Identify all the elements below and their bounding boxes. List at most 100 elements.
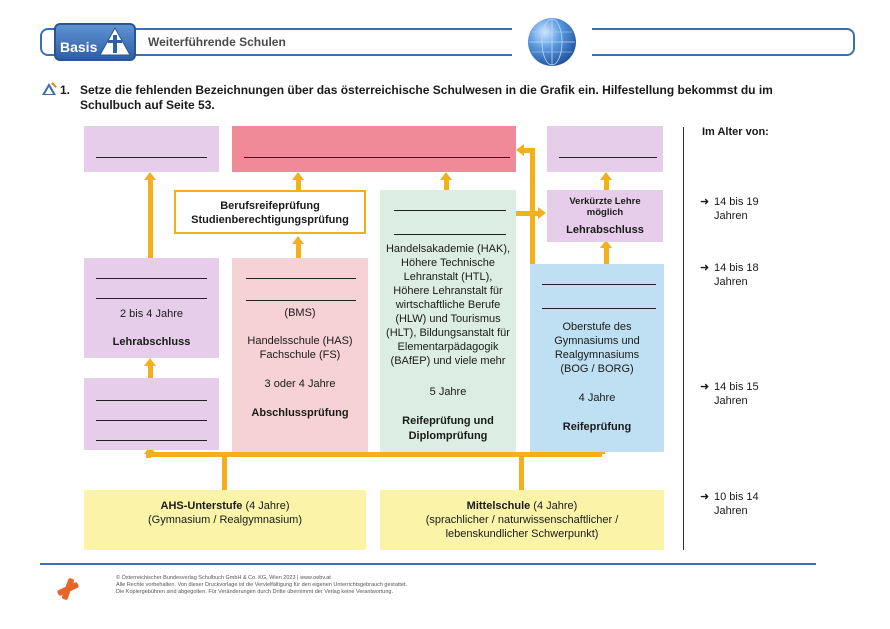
box-mittelschule: Mittelschule (4 Jahre) (sprachlicher / n… (380, 490, 664, 550)
studienberechtigung-label: Studienberechtigungsprüfung (191, 214, 349, 226)
arrow-right-icon: ➜ (700, 262, 710, 274)
arrow-right-icon: ➜ (700, 196, 710, 208)
blank-line[interactable] (96, 440, 207, 441)
age-item-3: ➜ 14 bis 15 Jahren (700, 380, 759, 408)
arrow-head-ahsob (600, 240, 612, 248)
arrow-brp-up (296, 180, 301, 190)
bhs-desc-line: Höhere Lehranstalt für (393, 285, 503, 297)
blank-line[interactable] (244, 157, 510, 158)
arrow-head-bhs (440, 172, 452, 180)
ahs-ob-l1: Oberstufe des (562, 321, 632, 333)
arrow-bhs-right (516, 211, 540, 216)
box-berufsreife: Berufsreifeprüfung Studienberechtigungsp… (174, 190, 366, 234)
age-unit: Jahren (714, 210, 748, 222)
bhs-desc-line: Lehranstalt (HTL), (403, 271, 493, 283)
age-range: 14 bis 19 (714, 196, 759, 208)
ahs-us-title: AHS-Unterstufe (160, 500, 243, 512)
box-lehre: 2 bis 4 Jahre Lehrabschluss (84, 258, 219, 358)
age-range: 14 bis 15 (714, 381, 759, 393)
box-left-lower (84, 378, 219, 450)
bms-result: Abschlussprüfung (251, 407, 349, 419)
footer-line-3: Die Kopiergebühren sind abgegolten. Für … (116, 589, 394, 595)
blank-line[interactable] (394, 234, 506, 235)
footer-text: © Österreichischer Bundesverlag Schulbuc… (116, 575, 407, 596)
arrow-bottom-horizontal (150, 452, 602, 457)
age-title: Im Alter von: (702, 126, 769, 138)
age-unit: Jahren (714, 395, 748, 407)
arrow-head-left-high (144, 172, 156, 180)
blank-line[interactable] (246, 300, 356, 301)
blank-line[interactable] (96, 157, 207, 158)
ms-duration: (4 Jahre) (530, 500, 578, 512)
task-number: 1. (60, 83, 71, 97)
box-top-left (84, 126, 219, 172)
blank-line[interactable] (96, 298, 207, 299)
blank-line[interactable] (542, 308, 656, 309)
arrow-verk-up (604, 180, 609, 190)
lehre-duration: 2 bis 4 Jahre (120, 308, 183, 320)
box-verkuerzte-lehre: Verkürzte Lehre möglich Lehrabschluss (547, 190, 663, 242)
age-unit: Jahren (714, 505, 748, 517)
bhs-desc-line: (HLW) und Tourismus (395, 313, 501, 325)
bhs-result1: Reifeprüfung und (402, 415, 494, 427)
ahs-us-duration: (4 Jahre) (242, 500, 290, 512)
verkuerzte-lehrabschluss: Lehrabschluss (566, 224, 644, 236)
blank-line[interactable] (96, 420, 207, 421)
arrow-right-vert (530, 148, 535, 264)
box-top-right (547, 126, 663, 172)
bms-duration: 3 oder 4 Jahre (264, 378, 336, 390)
blank-line[interactable] (542, 284, 656, 285)
box-ahs-unterstufe: AHS-Unterstufe (4 Jahre) (Gymnasium / Re… (84, 490, 366, 550)
pen-triangle-icon (42, 82, 57, 95)
ahs-us-sub: (Gymnasium / Realgymnasium) (147, 514, 303, 526)
arrow-head-brp (292, 172, 304, 180)
arrow-ms-up (519, 454, 524, 490)
arrow-head-left-low (144, 358, 156, 366)
box-top-center (232, 126, 516, 172)
triangle-icon (99, 26, 131, 56)
lehre-result: Lehrabschluss (112, 336, 191, 348)
verkuerzte-line2: möglich (586, 207, 624, 218)
blank-line[interactable] (96, 278, 207, 279)
age-range: 10 bis 14 (714, 491, 759, 503)
bhs-desc-line: (HLT), Bildungsanstalt für (386, 327, 510, 339)
bhs-desc-line: Elementarpädagogik (397, 341, 499, 353)
blank-line[interactable] (559, 157, 657, 158)
arrow-left-low (148, 364, 153, 378)
ahs-ob-duration: 4 Jahre (578, 392, 616, 404)
arrow-head-top-left (516, 144, 524, 156)
bhs-desc-line: wirtschaftliche Berufe (395, 299, 501, 311)
blank-line[interactable] (96, 400, 207, 401)
bms-has: Handelsschule (HAS) (247, 335, 353, 347)
age-unit: Jahren (714, 276, 748, 288)
arrow-head-1 (144, 446, 156, 454)
arrow-right-icon: ➜ (700, 381, 710, 393)
arrow-right-icon: ➜ (700, 491, 710, 503)
berufsreife-label: Berufsreifeprüfung (220, 200, 320, 212)
arrow-5 (146, 452, 151, 458)
age-item-1: ➜ 14 bis 19 Jahren (700, 195, 759, 223)
bms-fs: Fachschule (FS) (259, 349, 341, 361)
page-title: Weiterführende Schulen (148, 35, 286, 49)
bms-abbr: (BMS) (284, 307, 316, 319)
arrow-ahs-up (222, 454, 227, 490)
badge-label: Basis (60, 39, 98, 55)
arrow-2 (296, 454, 301, 456)
ahs-ob-l3: Realgymnasiums (554, 349, 640, 361)
ms-title: Mittelschule (466, 500, 531, 512)
age-divider (683, 127, 684, 550)
arrow-bms-up (296, 242, 301, 258)
blank-line[interactable] (246, 278, 356, 279)
blank-line[interactable] (394, 210, 506, 211)
bhs-desc-line: (BAfEP) und viele mehr (390, 355, 506, 367)
box-bms: (BMS) Handelsschule (HAS) Fachschule (FS… (232, 258, 368, 452)
bhs-duration: 5 Jahre (429, 386, 467, 398)
arrow-ahsob-up (604, 246, 609, 264)
ms-sub2: lebenskundlicher Schwerpunkt) (445, 528, 599, 540)
footer-line-2: Alle Rechte vorbehalten. Von dieser Druc… (116, 582, 408, 588)
verkuerzte-line1: Verkürzte Lehre (569, 196, 641, 207)
ahs-ob-l4: (BOG / BORG) (560, 363, 634, 375)
task-instruction: Setze die fehlenden Bezeichnungen über d… (80, 83, 773, 112)
